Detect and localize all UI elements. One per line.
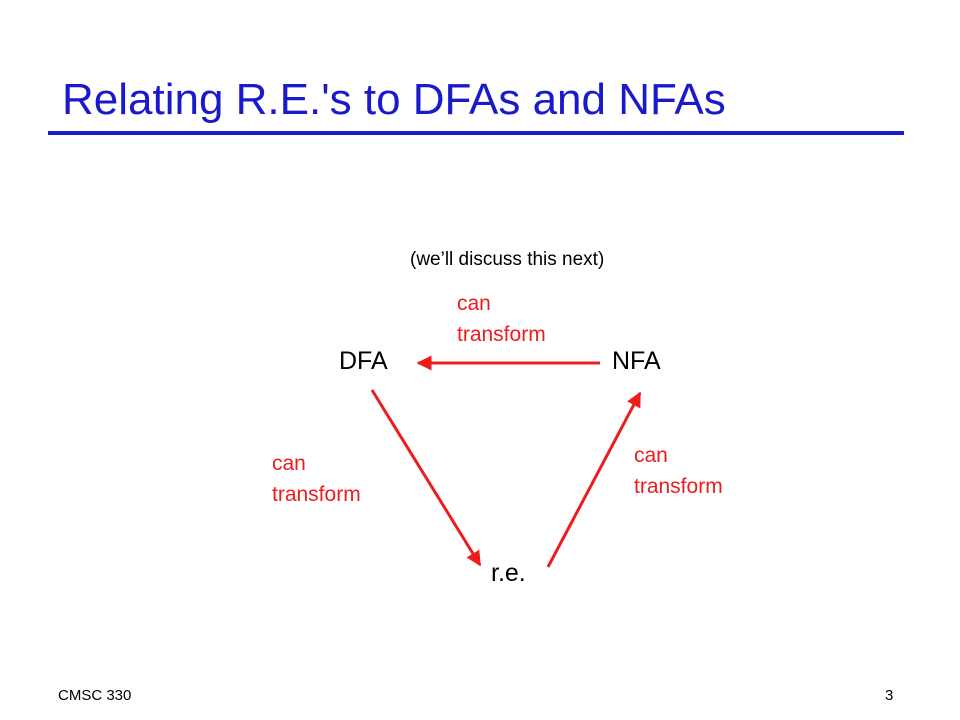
- title-underline: [48, 131, 904, 135]
- edge-label-re-nfa: can transform: [634, 440, 723, 502]
- page-number: 3: [885, 687, 894, 704]
- edge-label-line: can: [457, 292, 491, 315]
- edge-label-line: can: [634, 444, 668, 467]
- arrow-dfa-to-re: [370, 389, 482, 567]
- edge-label-dfa-re: can transform: [272, 448, 361, 510]
- slide-title: Relating R.E.'s to DFAs and NFAs: [62, 75, 726, 124]
- edge-label-line: transform: [634, 475, 723, 498]
- edge-label-line: transform: [272, 483, 361, 506]
- node-dfa: DFA: [339, 347, 388, 375]
- edge-label-line: transform: [457, 323, 546, 346]
- discussion-note: (we’ll discuss this next): [410, 249, 605, 270]
- arrow-re-to-nfa: [546, 391, 642, 568]
- node-nfa: NFA: [612, 347, 661, 375]
- edge-label-nfa-dfa: can transform: [457, 288, 546, 350]
- footer-course: CMSC 330: [58, 687, 132, 704]
- edge-label-line: can: [272, 452, 306, 475]
- node-re: r.e.: [491, 559, 526, 587]
